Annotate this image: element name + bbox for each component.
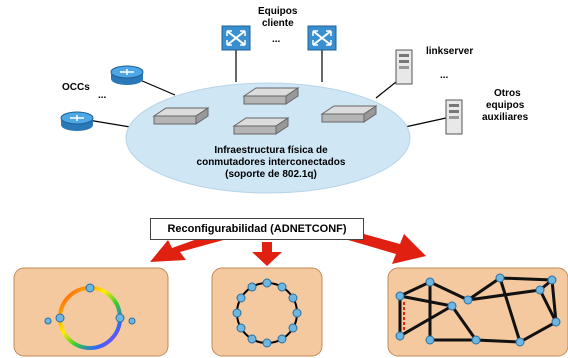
label-infraestructura-2: conmutadores interconectados <box>196 157 346 168</box>
label-linkserver-dots: ... <box>440 70 449 81</box>
label-equipos-cliente-2: cliente <box>262 18 294 29</box>
network-node-icon <box>262 338 272 348</box>
label-otros-3: auxiliares <box>482 112 529 123</box>
switch-icon <box>152 107 210 125</box>
network-node-icon <box>292 308 302 318</box>
label-occs: OCCs <box>62 82 90 93</box>
switch-icon <box>232 117 290 135</box>
network-node-icon <box>236 293 246 303</box>
label-occs-dots: ... <box>98 90 107 101</box>
network-node-icon <box>277 334 287 344</box>
server-icon <box>395 49 413 85</box>
network-node-icon <box>395 273 561 347</box>
network-node-icon <box>44 283 136 325</box>
network-node-icon <box>247 282 257 292</box>
switch-icon <box>242 87 300 105</box>
network-node-icon <box>288 293 298 303</box>
ring-nodes <box>232 278 302 348</box>
label-equipos-cliente-1: Equipos <box>258 6 298 17</box>
network-node-icon <box>288 323 298 333</box>
label-equipos-dots: ... <box>272 34 281 45</box>
network-node-icon <box>247 334 257 344</box>
label-infraestructura-3: (soporte de 802.1q) <box>225 169 317 180</box>
server-icon <box>445 99 463 135</box>
client-device-icon <box>221 25 251 51</box>
topology-panel-ring <box>13 267 169 357</box>
network-node-icon <box>277 282 287 292</box>
switch-icon <box>320 105 378 123</box>
client-device-icon <box>307 25 337 51</box>
network-node-icon <box>232 308 242 318</box>
label-linkserver: linkserver <box>426 46 474 57</box>
router-icon <box>110 65 144 85</box>
topology-panel-circle <box>211 267 323 357</box>
network-node-icon <box>262 278 272 288</box>
label-otros-1: Otros <box>494 88 521 99</box>
label-otros-2: equipos <box>486 100 525 111</box>
topology-panel-mesh <box>387 267 568 357</box>
reconfigurabilidad-label: Reconfigurabilidad (ADNETCONF) <box>150 218 364 240</box>
network-node-icon <box>236 323 246 333</box>
router-icon <box>60 111 94 131</box>
label-infraestructura-1: Infraestructura física de <box>214 145 328 156</box>
